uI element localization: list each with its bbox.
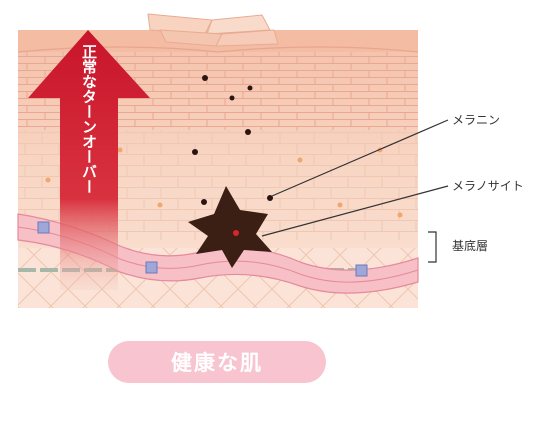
turnover-arrow (28, 30, 150, 290)
melanocyte-shape (188, 186, 272, 268)
skin-layers (18, 30, 418, 308)
arrow-label: 正常なターンオーバー (80, 44, 98, 194)
melanocyte-nucleus (233, 230, 239, 236)
healthy-skin-badge: 健康な肌 (108, 341, 326, 383)
melanin-label: メラニン (452, 113, 500, 127)
callout-lines (261, 119, 449, 263)
melanin-granules (192, 75, 273, 205)
cell-nuclei (45, 147, 403, 218)
basal-layer-label: 基底層 (452, 238, 488, 253)
melanocyte-label: メラノサイト (452, 179, 524, 193)
healthy-skin-label: 健康な肌 (171, 351, 263, 375)
surface-flakes (147, 13, 279, 47)
